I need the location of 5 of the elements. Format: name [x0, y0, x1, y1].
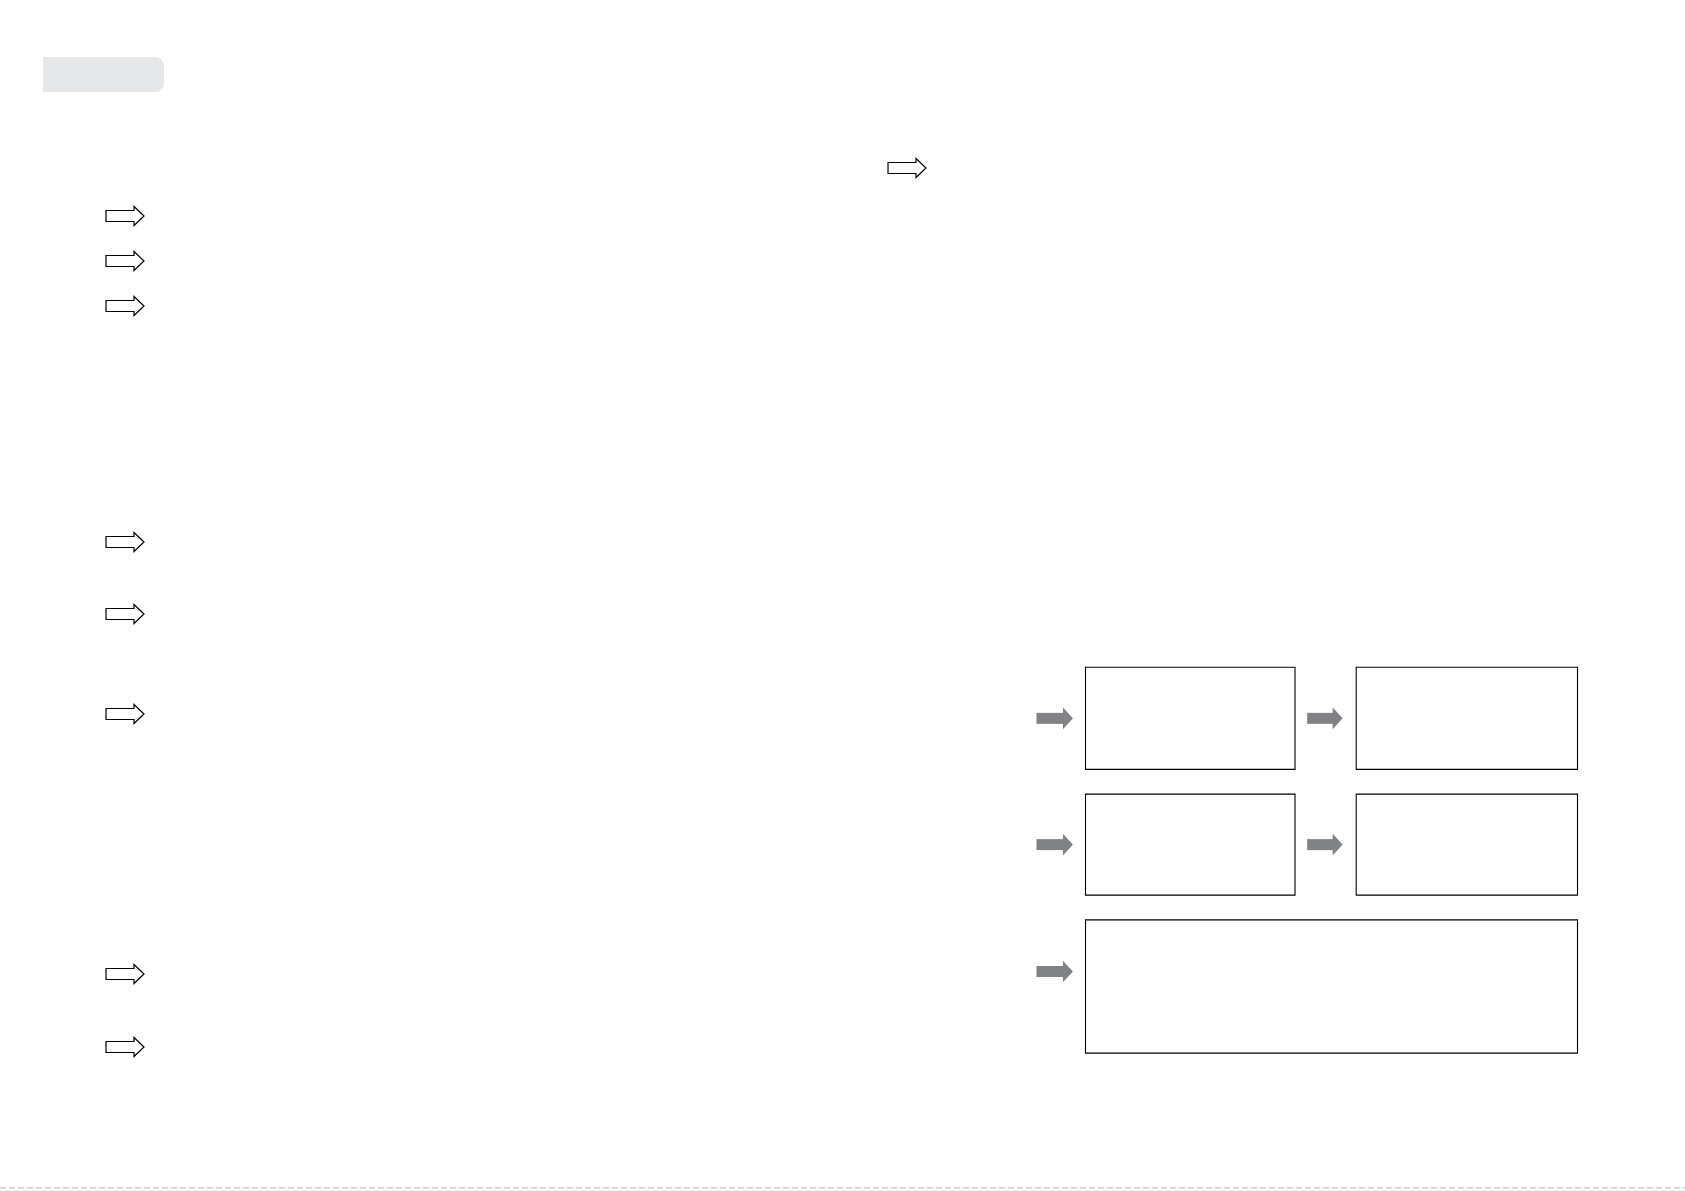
process-box	[1084, 919, 1579, 1054]
process-box	[1084, 793, 1296, 896]
process-box	[1355, 793, 1579, 896]
process-box	[1355, 666, 1579, 770]
process-box	[1084, 666, 1296, 770]
